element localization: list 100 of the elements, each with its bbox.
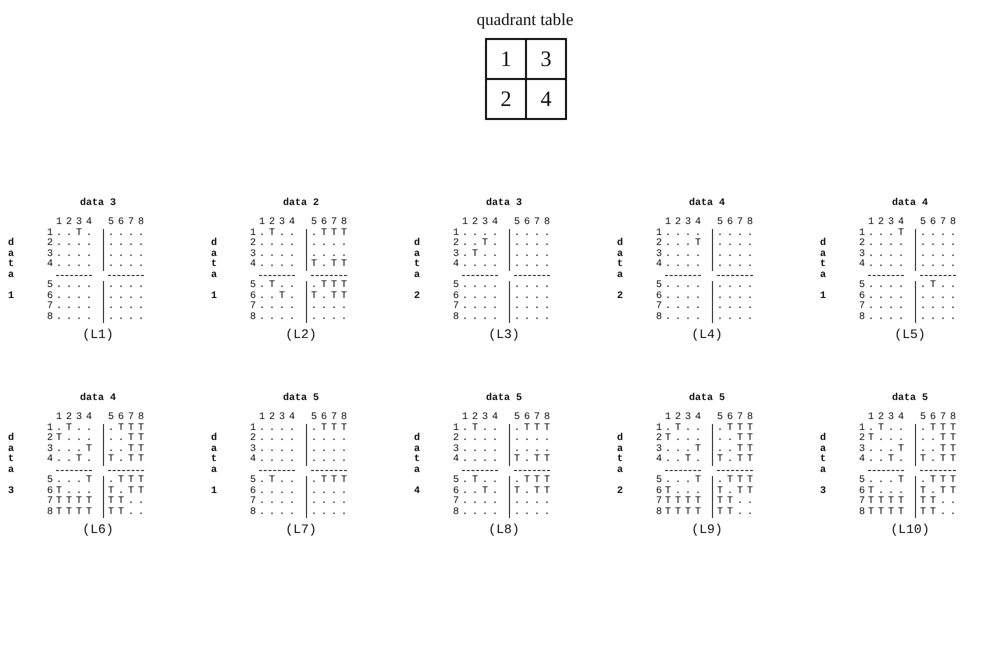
row-number: 1 — [452, 424, 460, 434]
mark-row: .... — [462, 455, 502, 466]
row-number: 2 — [452, 239, 460, 249]
mark-row: .... — [462, 312, 502, 323]
axis-number: 1 — [820, 292, 828, 302]
column-numbers: 1234 — [665, 218, 706, 228]
mark-row: .... — [665, 292, 706, 302]
mark-row: .... — [259, 434, 300, 444]
row-number: 1 — [250, 424, 257, 434]
row-number: 7 — [452, 497, 460, 507]
mark-row-text: .T.. — [868, 424, 908, 434]
row-number: 8 — [250, 312, 257, 323]
panel-title: data 3 — [78, 198, 117, 209]
mark-row: .TTT — [311, 228, 352, 239]
mark-row: .... — [56, 302, 96, 312]
row-number: 3 — [250, 444, 257, 454]
mark-row: .... — [108, 228, 148, 239]
panel-caption: (L8) — [487, 522, 521, 537]
mark-row-text: ..TT — [717, 434, 758, 444]
mark-row-text: .TTT — [717, 424, 758, 434]
row-number: 5 — [250, 476, 257, 486]
axis-number: 2 — [414, 292, 422, 302]
mark-row: T.TT — [920, 455, 960, 466]
row-number: 4 — [452, 455, 460, 466]
mark-row: .TTT — [311, 476, 352, 486]
mark-row-text: TTTT — [665, 497, 706, 507]
row-number: 3 — [656, 250, 663, 260]
mark-row: .... — [259, 239, 300, 250]
mark-row: .T.. — [259, 228, 300, 239]
row-number: 2 — [250, 239, 257, 249]
mark-row: .T.. — [462, 250, 502, 260]
row-number: 8 — [250, 508, 257, 518]
row-number: 2 — [452, 434, 460, 444]
mark-row: .... — [462, 281, 502, 292]
axis-number: 4 — [414, 486, 422, 497]
column-numbers: 1234 — [56, 218, 96, 228]
axis-number: 1 — [211, 486, 218, 497]
mark-row: ...T — [868, 228, 908, 239]
mark-row: T.TT — [108, 455, 148, 466]
panel-caption: (L6) — [81, 522, 115, 537]
axis-label: data — [414, 239, 422, 281]
row-number: 5 — [46, 281, 54, 291]
row-number: 2 — [46, 434, 54, 444]
mark-row: .T.. — [462, 424, 502, 434]
axis-label: data — [414, 434, 422, 476]
column-numbers: 1234 — [868, 218, 908, 228]
column-numbers: 1234 — [259, 413, 300, 424]
table-title: quadrant table — [476, 10, 574, 30]
mark-row-text: ...T — [56, 444, 96, 454]
column-numbers: 1234 — [462, 218, 502, 228]
mark-row-text: .TTT — [717, 476, 758, 486]
row-number: 1 — [656, 424, 663, 434]
mark-row-text: .TTT — [514, 476, 554, 486]
row-number: 6 — [46, 486, 54, 496]
mark-row-text: .T.. — [462, 476, 502, 486]
mark-row-text: T.TT — [717, 486, 758, 496]
mark-row: .... — [462, 497, 502, 508]
mark-row: ..T. — [56, 455, 96, 466]
axis-number: 2 — [617, 486, 624, 497]
column-numbers: 5678 — [514, 413, 554, 423]
mark-row: .... — [108, 281, 148, 292]
mark-row-text: T... — [665, 486, 706, 496]
mark-row: .... — [514, 302, 554, 312]
mark-row: T.TT — [717, 455, 758, 466]
mark-row: .... — [920, 292, 960, 302]
quadrant-cell: 3 — [526, 39, 566, 79]
row-number: 8 — [858, 508, 866, 518]
column-numbers: 5678 — [311, 413, 352, 423]
row-number: 8 — [46, 312, 54, 323]
row-number: 8 — [46, 508, 54, 518]
row-number: 6 — [46, 292, 54, 302]
mark-row: .... — [259, 250, 300, 260]
column-numbers: 1234 — [462, 413, 502, 423]
mark-row-text: T... — [868, 434, 908, 444]
axis-label: data — [8, 434, 16, 476]
mark-row: .... — [920, 228, 960, 239]
mark-row-text: ...T — [868, 444, 908, 454]
mark-row: TT.. — [920, 508, 960, 518]
row-number: 7 — [452, 302, 460, 312]
mark-row: .... — [514, 260, 554, 270]
mark-row: ...T — [665, 239, 706, 250]
panel-title: data 3 — [484, 198, 523, 209]
row-number: 6 — [452, 486, 460, 496]
row-number: 3 — [452, 250, 460, 260]
mark-row: .... — [108, 239, 148, 250]
panel-title: data 4 — [78, 393, 117, 404]
mark-row-text: ..TT — [108, 444, 148, 454]
row-number: 4 — [858, 455, 866, 466]
column-numbers: 5678 — [514, 218, 554, 228]
mark-row: .... — [514, 281, 554, 292]
mark-row-text: .TTT — [108, 476, 148, 486]
row-number: 1 — [250, 228, 257, 238]
mark-row-text: .T.. — [259, 281, 300, 291]
mark-row: .... — [514, 508, 554, 518]
axis-label: data — [617, 434, 624, 476]
mark-row: .... — [514, 239, 554, 250]
mark-row-text: T... — [665, 434, 706, 444]
column-numbers: 5678 — [717, 413, 758, 423]
mark-row: .... — [259, 444, 300, 455]
mark-row-text: T... — [56, 486, 96, 496]
